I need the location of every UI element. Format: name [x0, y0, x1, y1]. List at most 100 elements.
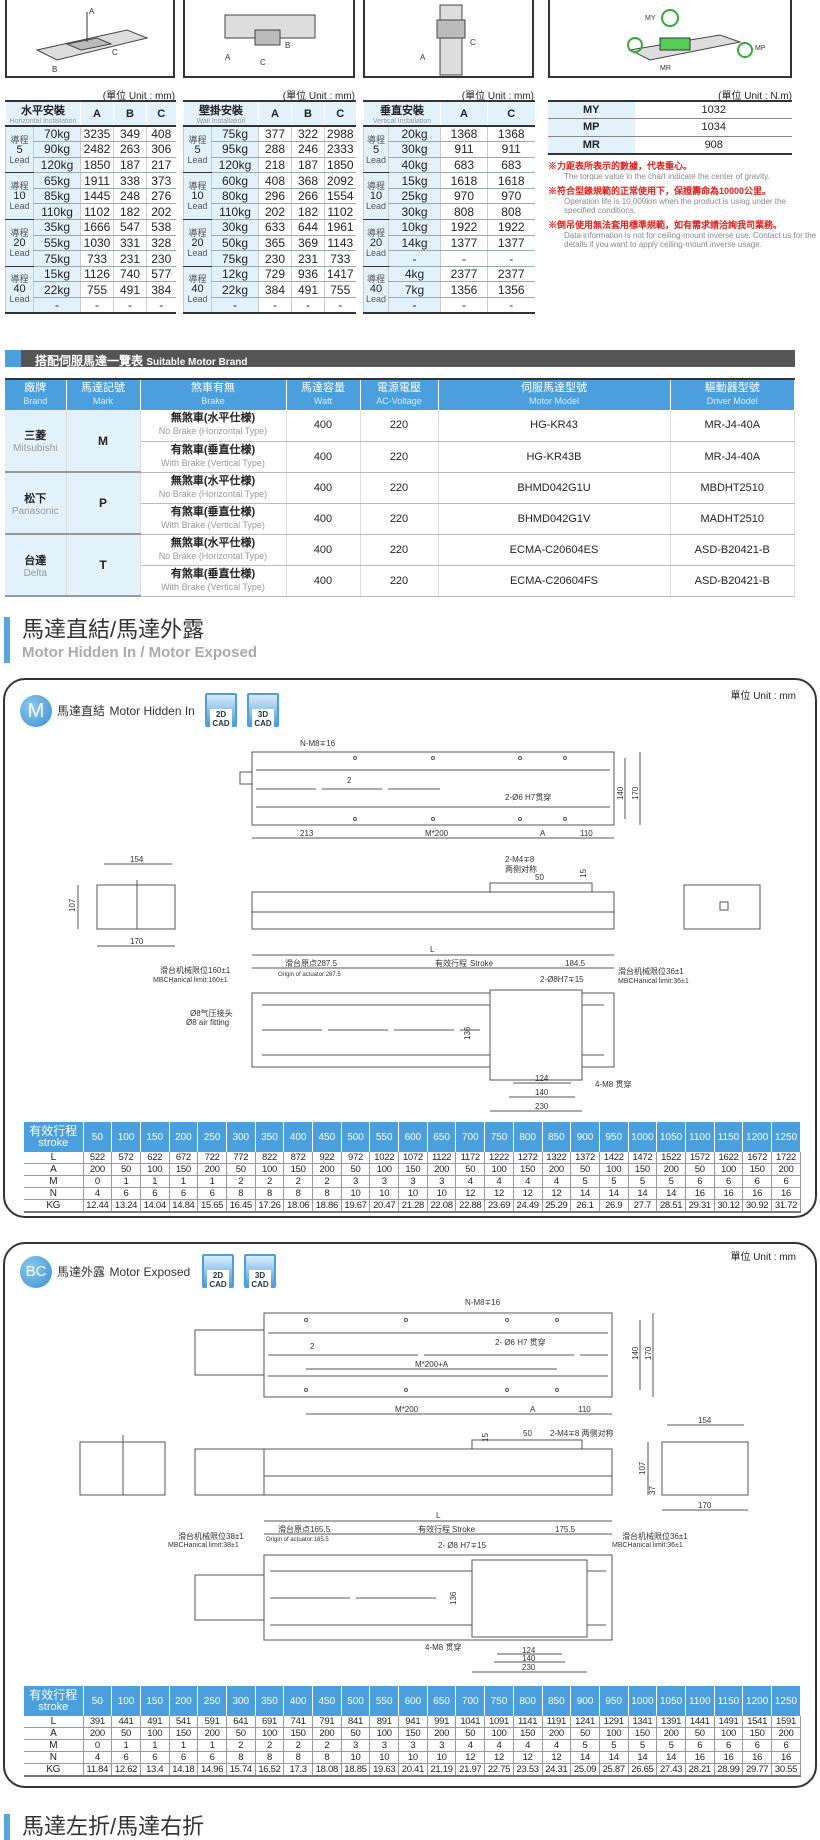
cell: 200 [771, 1163, 801, 1177]
cell: 21.28 [398, 1199, 428, 1214]
cell: 25.09 [570, 1763, 600, 1778]
load-cell: 95kg [210, 141, 259, 158]
note-zh: ※符合型錄規範的正常使用下，保證壽命為10000公里。 [548, 186, 772, 196]
value-cell: 683 [487, 157, 535, 174]
dimension-label: 滑台机械限位36±1 [622, 1531, 688, 1541]
stroke-value: 800 [513, 1686, 543, 1716]
dimension-label: L [430, 945, 435, 954]
stroke-value: 1100 [685, 1122, 715, 1152]
column-header: C [507, 107, 516, 120]
cell: 16 [714, 1751, 744, 1765]
cell: 17.3 [283, 1763, 313, 1778]
header-zh: 驅動器型號 [704, 382, 760, 394]
cell: 50 [226, 1727, 256, 1741]
cell: 1222 [484, 1152, 514, 1165]
dimension-label: 滑台机械限位36±1 [618, 966, 684, 976]
lead-en: Lead [365, 201, 387, 212]
dimension-label: A [225, 53, 231, 62]
cell: 4 [484, 1739, 514, 1753]
dimension-label: Ø8 air fitting [186, 1018, 229, 1027]
load-cell: 22kg [210, 281, 259, 299]
lead-zh: 導程 [366, 274, 385, 285]
load-cell: - [388, 250, 441, 267]
cell: 1191 [542, 1716, 572, 1729]
cell: 1241 [570, 1716, 600, 1729]
dimension-label: N-M8∓16 [300, 739, 336, 748]
cell: 16 [685, 1751, 715, 1765]
cell: 19.67 [341, 1199, 371, 1214]
dimension-label: 140 [522, 1654, 536, 1663]
value-cell: 2482 [80, 141, 114, 158]
load-cell: 12kg [210, 266, 259, 283]
load-cell: 80kg [210, 188, 259, 205]
value-cell: 683 [440, 157, 488, 174]
cell: 891 [369, 1716, 400, 1729]
cell: 1091 [484, 1716, 514, 1729]
cell: 6 [714, 1739, 744, 1753]
row-label: L [24, 1716, 84, 1729]
row-label: L [24, 1152, 84, 1165]
dimension-label: 110 [578, 1405, 591, 1414]
cell: 522 [83, 1152, 113, 1165]
header-zh: 煞車有無 [191, 382, 235, 394]
cell: 29.31 [685, 1199, 715, 1214]
cell: 14 [570, 1751, 600, 1765]
cell: 5 [656, 1739, 686, 1753]
cell: 1 [111, 1739, 141, 1753]
cell: 10 [369, 1187, 400, 1201]
row-label: M [24, 1175, 84, 1189]
cell: 18.86 [312, 1199, 342, 1214]
load-cell: 110kg [33, 203, 81, 221]
value-cell: 187 [113, 157, 147, 174]
cell: 591 [197, 1716, 227, 1729]
cell: 50 [341, 1163, 371, 1177]
dimension-label: 滑台机械限位160±1 [160, 965, 231, 975]
lead-zh: 導程 [10, 227, 29, 238]
cell: 150 [169, 1727, 199, 1741]
cell: 841 [341, 1716, 371, 1729]
row-label: M [24, 1739, 84, 1753]
cell: 14 [656, 1751, 686, 1765]
cell: 872 [283, 1152, 313, 1165]
cell: 12.44 [83, 1199, 113, 1214]
cell: 25.29 [542, 1199, 572, 1214]
load-cell: 70kg [33, 126, 81, 143]
load-cell: - [33, 297, 81, 314]
cell: 100 [484, 1727, 514, 1741]
cell: 1422 [599, 1152, 629, 1165]
cell: 641 [226, 1716, 256, 1729]
value-cell: 755 [80, 281, 114, 299]
cell: 12 [513, 1751, 543, 1765]
brand-en: Mitsubishi [13, 443, 58, 454]
lead-zh: 導程 [188, 274, 207, 285]
lead-en: Lead [365, 154, 387, 165]
stroke-value: 600 [398, 1686, 428, 1716]
column-header: B [126, 107, 134, 120]
dimension-label: 230 [535, 1102, 549, 1111]
cell: 6 [140, 1751, 170, 1765]
value-cell: 2988 [324, 126, 356, 143]
mark: T [66, 534, 141, 597]
value-cell: 1554 [324, 188, 356, 205]
cell: 1072 [398, 1152, 428, 1165]
cell: 16 [742, 1751, 772, 1765]
cell: 150 [513, 1163, 543, 1177]
dimension-label: 滑台机械限位38±1 [178, 1531, 244, 1541]
dimension-label: 有效行程 [418, 1524, 450, 1534]
stroke-value: 1250 [771, 1686, 801, 1716]
value-cell: 911 [487, 141, 535, 158]
cell: 28.21 [685, 1763, 715, 1778]
